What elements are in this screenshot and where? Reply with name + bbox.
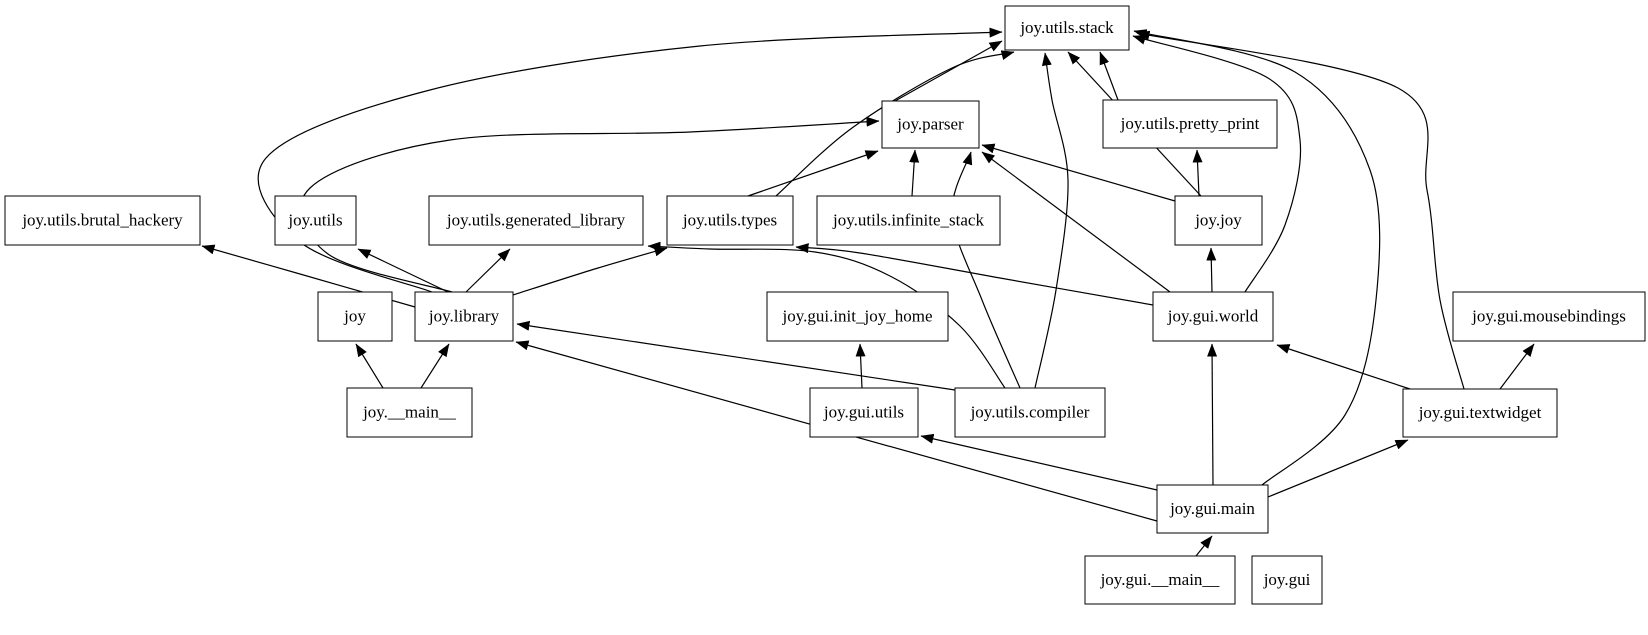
edge-joy.__main__-to-joy [355,343,384,389]
edge-joy.library-to-joy.utils.stack [257,27,1003,293]
edge-joy.gui.textwidget-to-joy.utils.stack [1136,30,1465,390]
graph-node-joy.utils.types: joy.utils.types [666,195,794,246]
node-label: joy.utils.brutal_hackery [21,210,183,229]
graph-node-joy.library: joy.library [414,291,514,342]
node-box [666,195,794,246]
edge-joy.joy-to-joy.parser [981,143,1176,202]
edge-joy.utils.compiler-to-joy.utils.generated_library [647,241,1006,389]
node-box [816,195,1001,246]
node-label: joy.gui.utils [823,402,904,421]
edge-joy.gui.main-to-joy.gui.utils [920,433,1158,491]
node-box [346,387,473,438]
edge-joy.library-to-joy.utils.types [512,246,668,296]
node-label: joy.gui.world [1167,306,1259,325]
edge-joy.library-to-joy.utils.generated_library [465,248,511,293]
graph-node-joy.gui.mousebindings: joy.gui.mousebindings [1452,291,1646,342]
edge-joy.gui.world-to-joy.joy [1206,247,1217,293]
node-label: joy.parser [896,114,964,133]
node-box [1156,484,1269,534]
graph-node-joy.joy: joy.joy [1174,195,1263,246]
node-box [1004,5,1130,51]
node-label: joy.utils.pretty_print [1120,114,1260,133]
node-box [1174,195,1263,246]
node-label: joy.gui.mousebindings [1471,306,1626,325]
edge-joy.library-to-joy.parser [299,116,880,293]
edge-joy.joy-to-joy.utils.pretty_print [1192,149,1203,197]
node-box [428,195,644,246]
edge-joy.utils.infinite_stack-to-joy.parser [909,149,920,197]
edge-joy.gui.utils-to-joy.gui.init_joy_home [855,343,866,389]
graph-node-joy: joy [317,291,393,342]
nodes-layer: joy.utils.stack joy.parser joy.utils.prett… [4,5,1646,605]
graph-node-joy.gui.__main__: joy.gui.__main__ [1084,555,1236,605]
node-label: joy.utils.types [682,210,777,229]
graph-node-joy.utils.pretty_print: joy.utils.pretty_print [1102,99,1278,149]
graph-node-joy.utils.stack: joy.utils.stack [1004,5,1130,51]
node-box [881,100,980,149]
graph-node-joy.utils.brutal_hackery: joy.utils.brutal_hackery [4,195,201,246]
edge-joy.utils.compiler-to-joy.library [516,320,956,391]
node-label: joy [343,306,366,325]
graph-node-joy.gui.utils: joy.gui.utils [809,387,919,438]
edge-joy.gui.world-to-joy.utils.stack [1132,34,1302,293]
graph-node-joy.gui.init_joy_home: joy.gui.init_joy_home [766,291,949,342]
node-label: joy.gui.main [1169,499,1255,518]
edge-joy.parser-to-joy.utils.stack [894,40,1003,102]
node-label: joy.gui [1263,570,1311,589]
node-label: joy.utils.stack [1019,18,1114,37]
edge-joy.utils.compiler-to-joy.parser [951,151,1021,389]
node-box [4,195,201,246]
edge-joy.gui.__main__-to-joy.gui.main [1195,535,1213,557]
edge-joy.gui.textwidget-to-joy.gui.world [1276,344,1411,390]
edge-joy.gui.main-to-joy.gui.textwidget [1267,439,1409,498]
edge-joy.gui.main-to-joy.utils.stack [1133,29,1381,486]
node-box [1251,555,1323,605]
edge-joy.__main__-to-joy.library [420,343,450,389]
node-box [1102,99,1278,149]
graph-node-joy.gui.textwidget: joy.gui.textwidget [1402,388,1558,438]
node-box [766,291,949,342]
node-box [1452,291,1646,342]
node-box [954,387,1106,438]
node-label: joy.utils.generated_library [446,210,626,229]
node-label: joy.library [428,306,500,325]
edge-joy.gui.textwidget-to-joy.gui.mousebindings [1499,343,1535,390]
node-label: joy.gui.init_joy_home [781,306,932,325]
node-box [414,291,514,342]
edge-joy.gui.main-to-joy.gui.world [1207,343,1218,486]
edge-joy.gui.world-to-joy.utils.types [795,243,1154,306]
graph-node-joy.__main__: joy.__main__ [346,387,473,438]
node-box [1402,388,1558,438]
graph-node-joy.utils: joy.utils [274,195,357,246]
edge-joy.library-to-joy.utils [357,248,449,293]
node-label: joy.gui.__main__ [1100,570,1220,589]
edge-joy.gui.world-to-joy.parser [981,151,1171,293]
graph-node-joy.gui.world: joy.gui.world [1152,291,1274,342]
node-box [1152,291,1274,342]
node-label: joy.utils.infinite_stack [832,210,984,229]
node-label: joy.utils.compiler [970,402,1090,421]
node-box [274,195,357,246]
graph-node-joy.parser: joy.parser [881,100,980,149]
edge-joy.utils.pretty_print-to-joy.utils.stack [1099,51,1119,101]
node-box [809,387,919,438]
graph-node-joy.utils.infinite_stack: joy.utils.infinite_stack [816,195,1001,246]
node-label: joy.gui.textwidget [1418,403,1542,422]
node-box [1084,555,1236,605]
node-label: joy.joy [1194,210,1242,229]
node-label: joy.utils [287,210,342,229]
node-box [317,291,393,342]
graph-node-joy.gui: joy.gui [1251,555,1323,605]
node-label: joy.__main__ [362,402,456,421]
graph-node-joy.utils.compiler: joy.utils.compiler [954,387,1106,438]
edge-joy.utils.types-to-joy.parser [747,150,879,197]
graph-node-joy.utils.generated_library: joy.utils.generated_library [428,195,644,246]
edge-joy.utils.compiler-to-joy.utils.stack [1034,52,1069,389]
graph-node-joy.gui.main: joy.gui.main [1156,484,1269,534]
